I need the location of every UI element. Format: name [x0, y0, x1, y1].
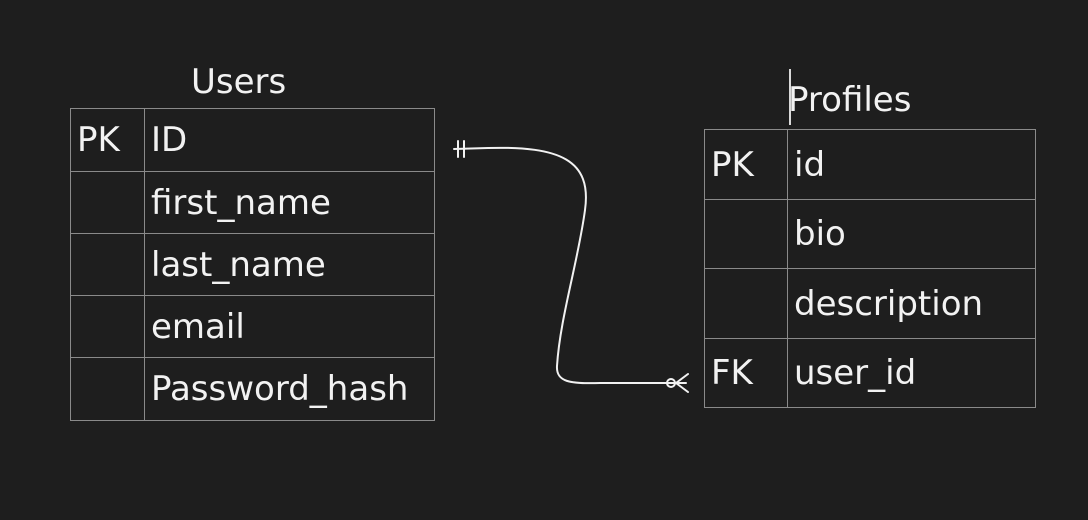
table-row[interactable]: PK id — [704, 129, 1036, 200]
users-entity-table[interactable]: PK ID first_name last_name email Passwor… — [70, 108, 435, 421]
key-cell — [704, 268, 788, 339]
field-name: Password_hash — [144, 357, 435, 421]
field-name: ID — [144, 108, 435, 172]
exactly-one-marker-icon — [457, 140, 465, 158]
foreign-key-badge: FK — [704, 338, 788, 408]
field-name: email — [144, 295, 435, 358]
profiles-entity-title: Profiles — [788, 80, 912, 120]
table-row[interactable]: description — [704, 268, 1036, 339]
table-row[interactable]: Password_hash — [70, 357, 435, 421]
key-cell — [70, 233, 145, 296]
field-name: id — [787, 129, 1036, 200]
table-row[interactable]: first_name — [70, 171, 435, 234]
field-name: bio — [787, 199, 1036, 269]
table-row[interactable]: email — [70, 295, 435, 358]
key-cell — [70, 357, 145, 421]
users-entity-title: Users — [191, 62, 287, 102]
field-name: description — [787, 268, 1036, 339]
table-row[interactable]: last_name — [70, 233, 435, 296]
key-cell — [70, 295, 145, 358]
table-row[interactable]: FK user_id — [704, 338, 1036, 408]
primary-key-badge: PK — [70, 108, 145, 172]
key-cell — [704, 199, 788, 269]
table-row[interactable]: PK ID — [70, 108, 435, 172]
relationship-line[interactable] — [453, 146, 687, 385]
field-name: first_name — [144, 171, 435, 234]
key-cell — [70, 171, 145, 234]
profiles-entity-table[interactable]: PK id bio description FK user_id — [704, 129, 1036, 408]
text-cursor — [789, 69, 791, 125]
table-row[interactable]: bio — [704, 199, 1036, 269]
primary-key-badge: PK — [704, 129, 788, 200]
zero-or-many-marker-icon — [666, 373, 689, 393]
field-name: last_name — [144, 233, 435, 296]
field-name: user_id — [787, 338, 1036, 408]
